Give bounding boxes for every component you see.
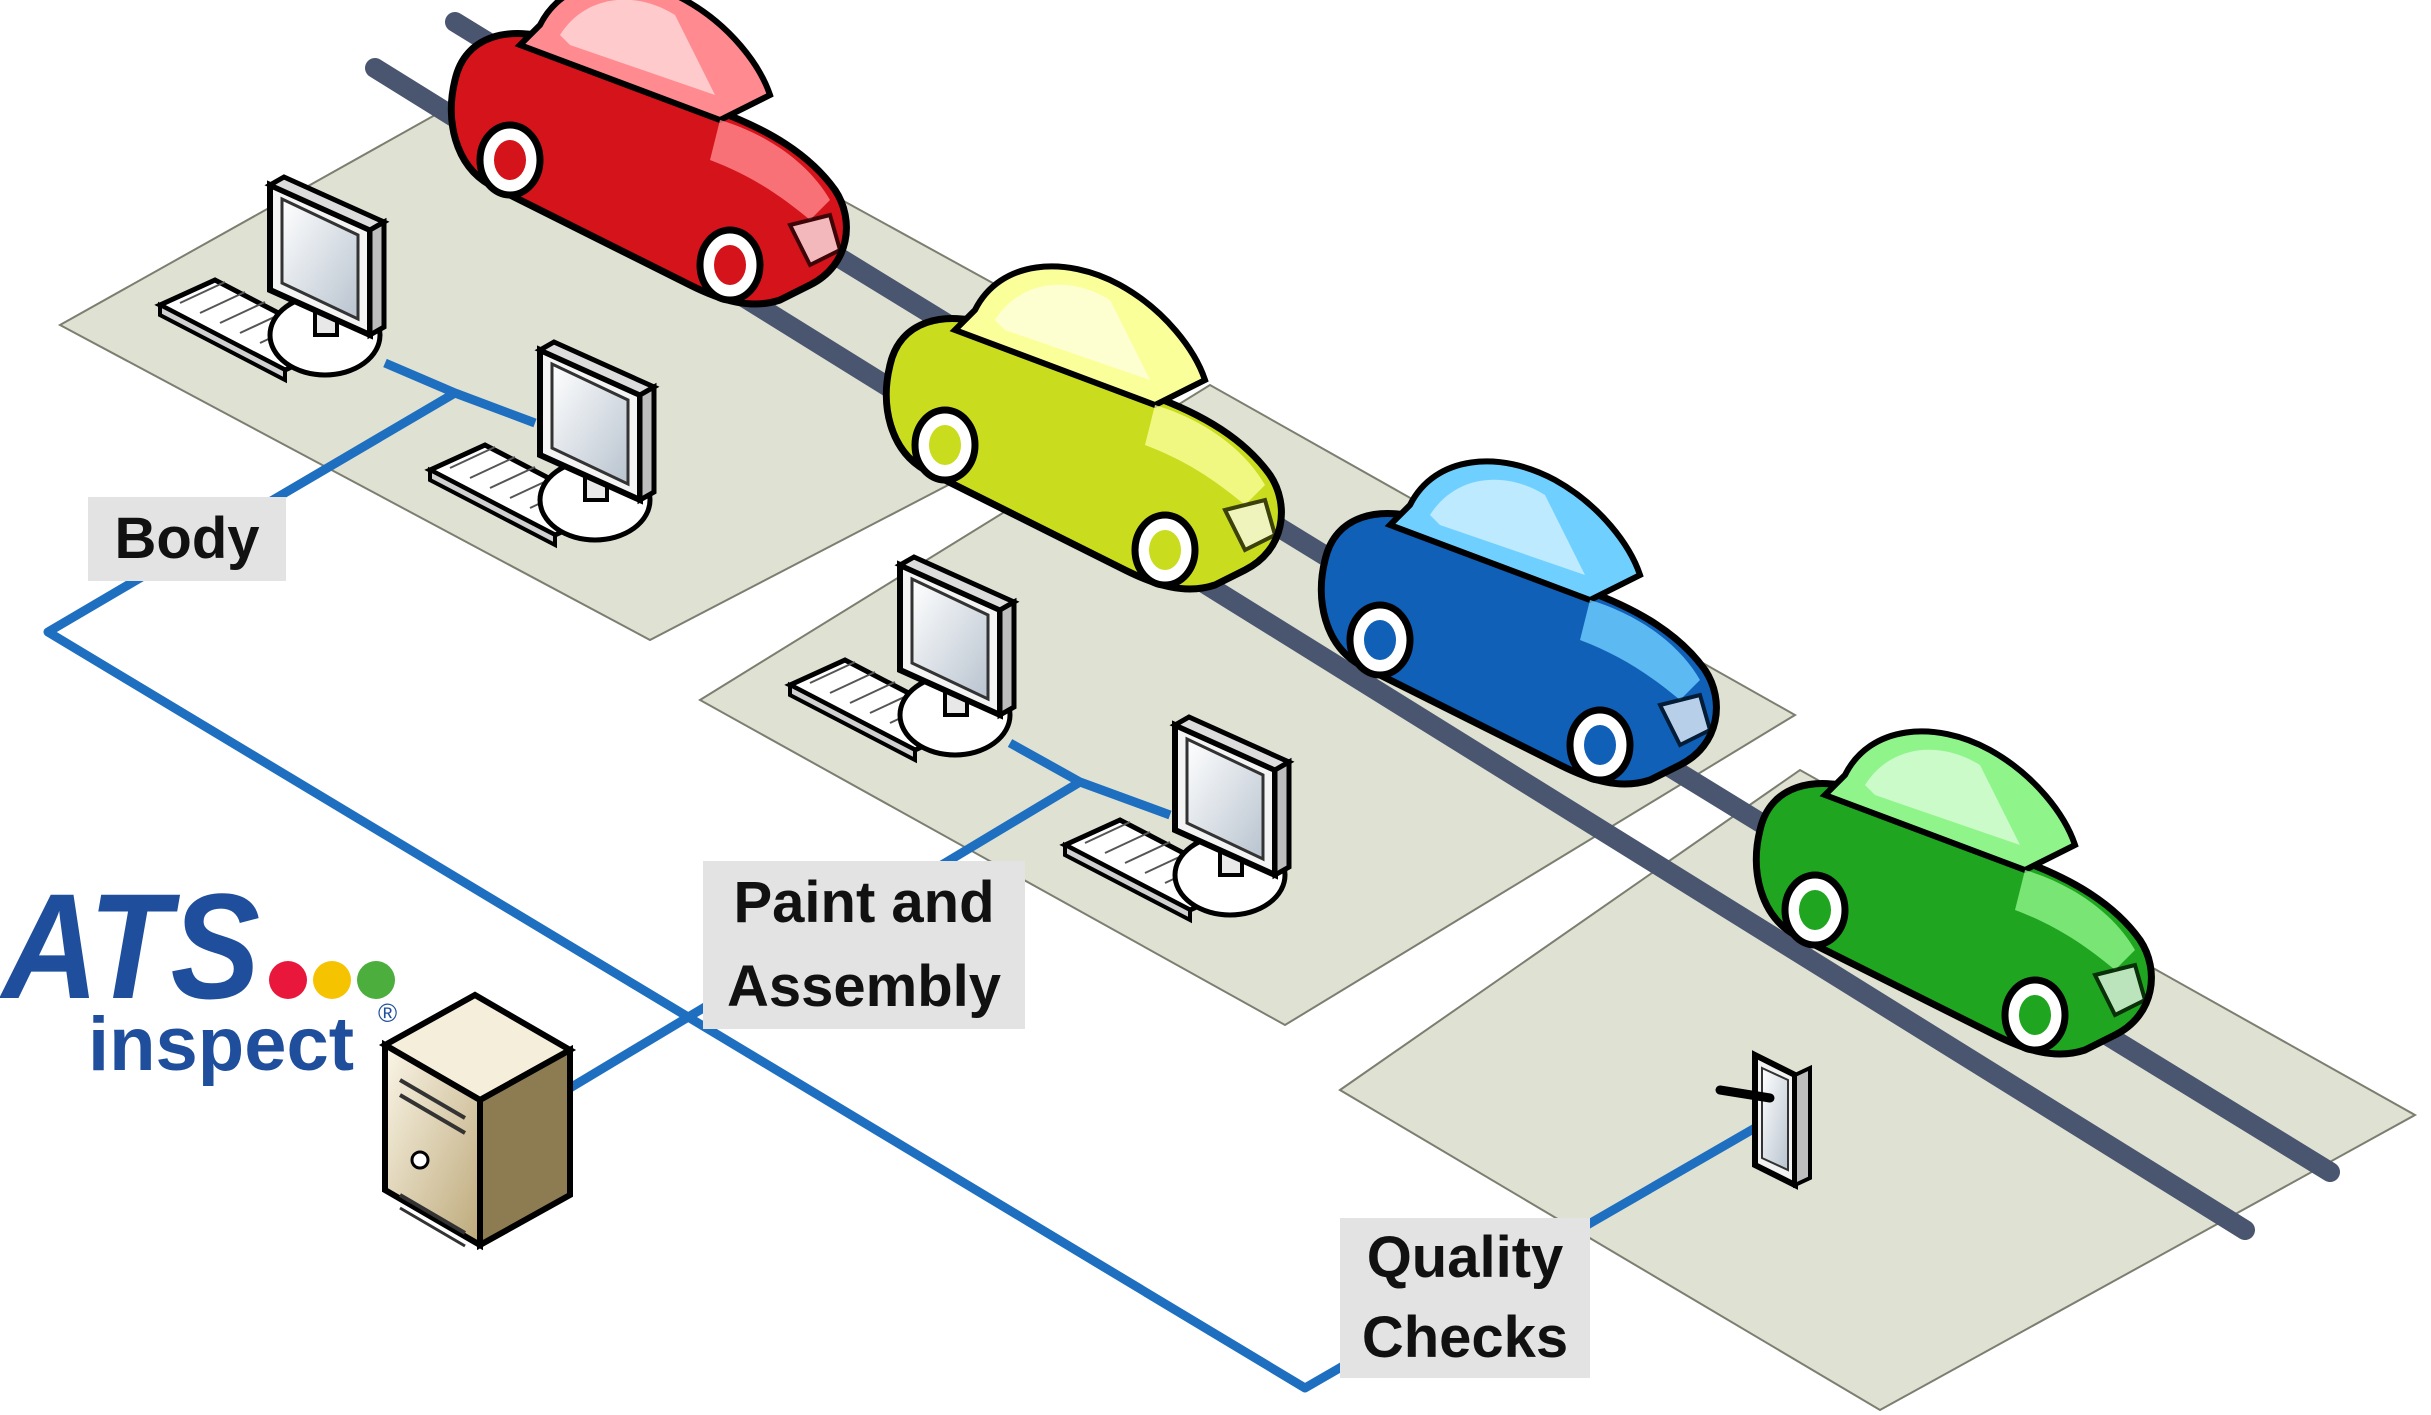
quality-checks-platform [1338, 768, 2418, 1412]
logo-dot-green [357, 961, 395, 999]
logo-subtitle: inspect [88, 1002, 354, 1087]
logo-dot-red [269, 961, 307, 999]
ats-inspect-logo: ATS inspect ® [0, 870, 397, 1087]
logo-wordmark: ATS [0, 870, 260, 1030]
logo-registered-mark: ® [378, 998, 397, 1028]
tablet-icon [1715, 1050, 1812, 1190]
station-label-body: Body [88, 497, 286, 581]
station-label-quality-checks: Quality Checks [1340, 1218, 1590, 1378]
server-icon [378, 991, 577, 1251]
station-label-paint-assembly: Paint and Assembly [703, 861, 1025, 1029]
logo-dot-yellow [313, 961, 351, 999]
